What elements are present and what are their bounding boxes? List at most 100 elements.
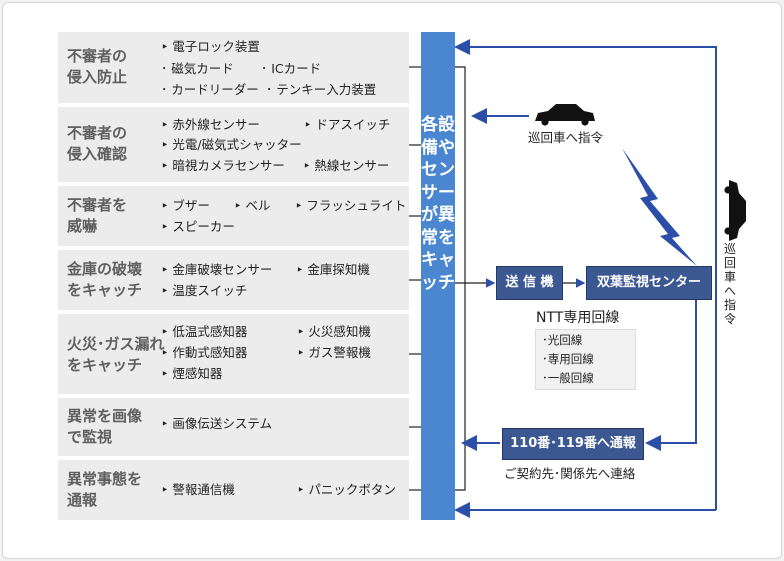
category-title-line: 侵入確認 <box>67 145 128 163</box>
category-title-line: 侵入防止 <box>67 68 128 86</box>
list-item: ‣ 熱線センサー <box>303 158 390 173</box>
list-item: ‣ 低温式感知器 <box>161 324 248 339</box>
list-item: ‣ 火災感知機 <box>297 324 371 339</box>
transmitter-box: 送 信 機 <box>496 266 563 300</box>
category-row-emergency-report: 異常事態を 通報 ‣ 警報通信機 ‣ パニックボタン <box>58 460 409 520</box>
category-row-deterrence: 不審者を 威嚇 ‣ ブザー ‣ ベル ‣ フラッシュライト ‣ スピーカー <box>58 186 409 246</box>
item-label: 画像伝送システム <box>172 416 272 431</box>
list-item: ‣ ブザー <box>161 198 210 213</box>
list-item: ･ 磁気カード <box>161 61 234 76</box>
ntt-line-label: 光回線 <box>547 333 583 347</box>
category-title-line: 火災･ガス漏れ <box>67 335 165 353</box>
item-label: フラッシュライト <box>306 198 407 213</box>
category-title-line: で監視 <box>67 428 113 446</box>
emergency-report-box: 110番･119番へ通報 <box>502 428 644 460</box>
list-item: ‣ 電子ロック装置 <box>161 39 260 54</box>
list-item: ･ テンキー入力装置 <box>266 82 377 97</box>
list-item: ‣ 煙感知器 <box>161 366 223 381</box>
item-label: 磁気カード <box>171 61 234 76</box>
category-title: 金庫の破壊 をキャッチ <box>67 259 142 301</box>
arrow-loop-top <box>454 39 717 510</box>
row-bracket <box>409 66 466 491</box>
list-item: ‣ 暗視カメラセンサー <box>161 158 285 173</box>
item-label: 警報通信機 <box>172 482 235 497</box>
category-row-safe-breaking: 金庫の破壊 をキャッチ ‣ 金庫破壊センサー ‣ 金庫探知機 ‣ 温度スイッチ <box>58 250 409 310</box>
list-item: ‣ 光電/磁気式シャッター <box>161 137 302 152</box>
category-row-intrusion-confirmation: 不審者の 侵入確認 ‣ 赤外線センサー ‣ ドアスイッチ ‣ 光電/磁気式シャッ… <box>58 107 409 182</box>
sensor-detection-label: 各設備やセンサーが異常をキャッチ <box>421 115 455 293</box>
category-row-image-monitoring: 異常を画像 で監視 ‣ 画像伝送システム <box>58 398 409 456</box>
category-title-line: 異常事態を <box>67 470 143 488</box>
ntt-line-title: NTT専用回線 <box>536 310 620 326</box>
category-title-line: 通報 <box>67 491 98 509</box>
item-label: ICカード <box>271 61 322 76</box>
item-label: 赤外線センサー <box>172 117 260 132</box>
list-item: ‣ ベル <box>234 198 271 213</box>
arrow-to-report <box>645 300 697 451</box>
item-label: ガス警報機 <box>308 345 371 360</box>
category-title-line: 不審者の <box>67 47 128 65</box>
item-label: 火災感知機 <box>308 324 371 339</box>
category-title-line: 不審者の <box>67 124 128 142</box>
item-label: 金庫破壊センサー <box>172 262 273 277</box>
list-item: ‣ ドアスイッチ <box>304 117 391 132</box>
item-label: カードリーダー <box>171 82 259 97</box>
list-item: ‣ 警報通信機 <box>161 482 235 497</box>
category-row-fire-gas: 火災･ガス漏れ をキャッチ ‣ 低温式感知器 ‣ 火災感知機 ‣ 作動式感知器 … <box>58 314 409 394</box>
monitoring-center-box: 双葉監視センター <box>586 266 712 300</box>
patrol-car-vertical-icon <box>724 180 746 241</box>
list-item: ‣ 作動式感知器 <box>161 345 248 360</box>
list-item: ･ カードリーダー <box>161 82 259 97</box>
category-title-line: 異常を画像 <box>67 407 143 425</box>
item-label: 温度スイッチ <box>172 283 248 298</box>
list-item: ‣ スピーカー <box>161 219 235 234</box>
ntt-line-label: 一般回線 <box>547 371 594 385</box>
item-label: スピーカー <box>172 219 235 234</box>
category-title: 不審者を 威嚇 <box>67 195 127 237</box>
list-item: ‣ 金庫破壊センサー <box>161 262 273 277</box>
category-title-line: をキャッチ <box>67 281 143 299</box>
item-label: 熱線センサー <box>314 158 390 173</box>
patrol-order-vertical-label: 巡回車へ指令 <box>723 242 736 326</box>
category-title: 不審者の 侵入防止 <box>67 46 127 88</box>
item-label: ブザー <box>172 198 210 213</box>
category-row-intrusion-prevention: 不審者の 侵入防止 ‣ 電子ロック装置 ･ 磁気カード ･ ICカード ･ カー… <box>58 32 409 103</box>
list-item: ‣ パニックボタン <box>297 482 396 497</box>
category-title-line: をキャッチ <box>67 356 143 374</box>
item-label: テンキー入力装置 <box>276 82 377 97</box>
item-label: 電子ロック装置 <box>172 39 260 54</box>
category-title: 不審者の 侵入確認 <box>67 123 127 165</box>
ntt-line-item: ･専用回線 <box>542 352 594 366</box>
sensor-detection-bar: 各設備やセンサーが異常をキャッチ <box>421 32 455 520</box>
item-label: パニックボタン <box>308 482 396 497</box>
item-label: 光電/磁気式シャッター <box>172 137 302 152</box>
category-title: 異常を画像 で監視 <box>67 406 142 448</box>
item-label: 暗視カメラセンサー <box>172 158 285 173</box>
ntt-line-label: 専用回線 <box>547 352 594 366</box>
item-label: 金庫探知機 <box>307 262 370 277</box>
ntt-line-item: ･一般回線 <box>542 371 594 385</box>
category-title: 異常事態を 通報 <box>67 469 142 511</box>
ntt-line-list: ･光回線 ･専用回線 ･一般回線 <box>535 329 636 390</box>
list-item: ･ ICカード <box>261 61 322 76</box>
category-title-line: 金庫の破壊 <box>67 260 143 278</box>
patrol-car-icon <box>535 104 595 126</box>
list-item: ‣ 金庫探知機 <box>296 262 370 277</box>
signal-bolt-icon <box>622 148 697 266</box>
item-label: ベル <box>245 198 271 213</box>
list-item: ‣ 温度スイッチ <box>161 283 248 298</box>
item-label: ドアスイッチ <box>315 117 391 132</box>
category-title-line: 威嚇 <box>67 217 98 235</box>
list-item: ‣ 画像伝送システム <box>161 416 272 431</box>
contact-label: ご契約先･関係先へ連絡 <box>504 466 636 481</box>
list-item: ‣ フラッシュライト <box>295 198 407 213</box>
item-label: 煙感知器 <box>172 366 223 381</box>
ntt-line-item: ･光回線 <box>542 333 583 347</box>
list-item: ‣ ガス警報機 <box>297 345 371 360</box>
category-title: 火災･ガス漏れ をキャッチ <box>67 334 165 376</box>
item-label: 作動式感知器 <box>172 345 248 360</box>
patrol-order-label: 巡回車へ指令 <box>528 130 604 145</box>
category-title-line: 不審者を <box>67 196 128 214</box>
item-label: 低温式感知器 <box>172 324 248 339</box>
